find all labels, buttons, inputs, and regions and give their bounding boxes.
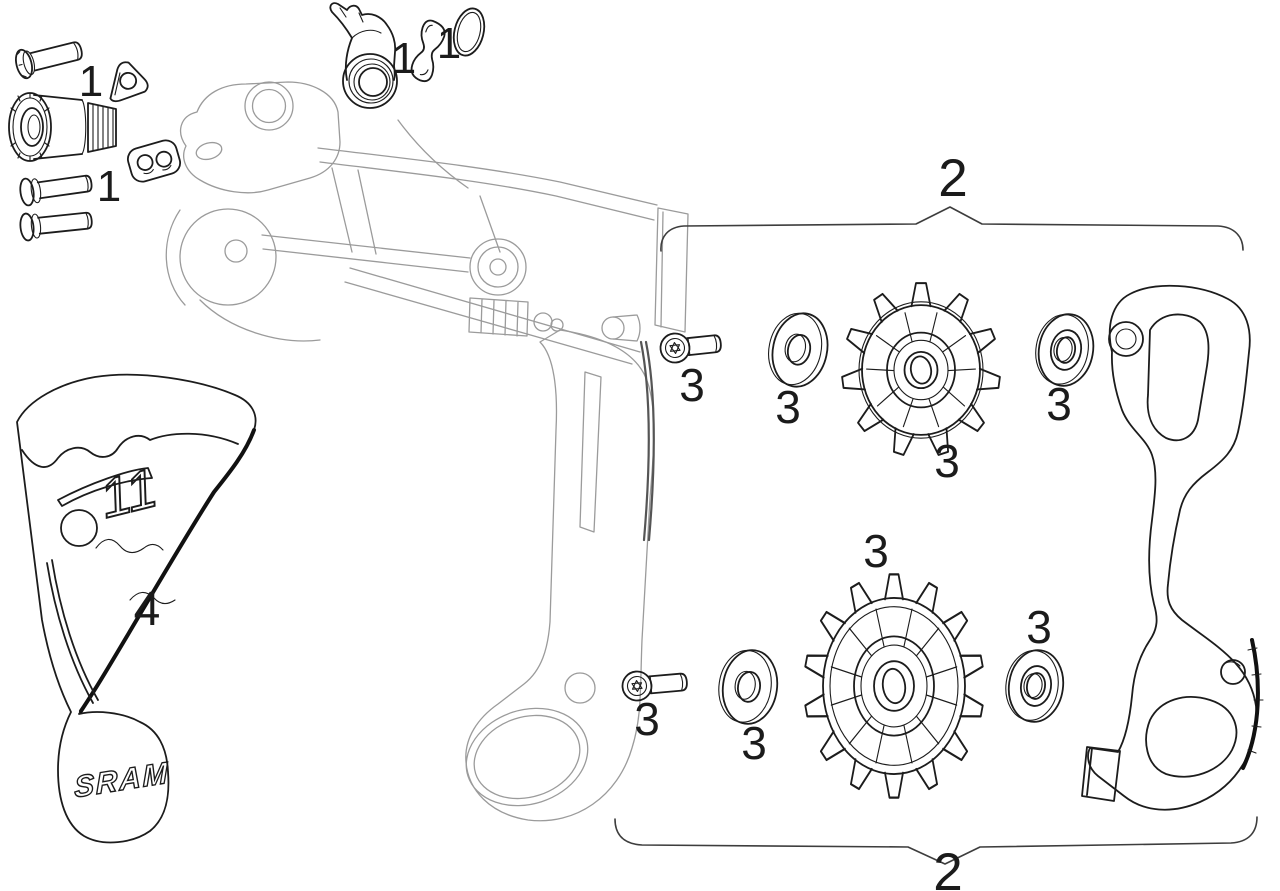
upper-pulley-screw [659,332,722,364]
guard-double-arc [46,559,99,704]
ghost-upper-pulley [179,208,277,306]
cage-pivot-disc [469,238,527,296]
guard-slot-arc [57,467,153,507]
clutch-barrel [468,297,529,337]
limit-bracket-kit-drawing [329,2,486,109]
callout-4-guard: 4 [134,583,161,636]
guard-hard-edge [79,428,256,713]
inner-cage-hole-shading [1223,661,1241,667]
callout-1-bolt: 1 [79,57,103,106]
lower-pulley-washer-right [1005,649,1065,723]
inner-cage-wear-band [1241,638,1260,770]
linkage-struts [331,167,641,365]
o-ring [452,7,486,57]
inner-cage-boss-hole [1115,328,1137,350]
inner-cage-boss [1108,321,1144,357]
clutch-cone-small [550,318,564,332]
pin-bolt-2 [19,211,93,242]
callout-1-pins: 1 [97,162,121,211]
callout-3-upper-pulley: 3 [934,435,960,487]
cage-assembly-brace-top [660,206,1244,252]
callout-1-bracket: 1 [392,34,416,83]
cage-assembly-brace-bottom [614,816,1258,865]
b-knuckle-ring-inner [251,88,287,124]
dog-bone-link [410,19,446,83]
guard-outline [16,373,257,844]
body-curve [397,119,469,189]
upper-pulley-washer-left [768,312,829,388]
callout-3-upper-washer-right: 3 [1046,378,1072,430]
lower-pulley-screw [621,670,688,702]
callout-3-lower-washer-left: 3 [741,717,767,769]
cage-pivot-disc-inner [477,246,519,288]
ghost-upper-pulley-bolt [224,239,248,263]
derailleur-body-ghost-drawing [165,81,689,822]
outer-cage-plate [465,329,655,822]
upper-pulley-row-drawing [659,282,1095,458]
outer-cage-boss [601,316,625,340]
b-knuckle-lug-slot [195,141,223,161]
outer-cage-boss-cylinder [612,314,641,342]
callout-3-lower-screw: 3 [634,693,660,745]
callout-2-top: 2 [938,149,967,208]
inner-cage-wear-hatch [1247,647,1264,754]
guard-hole [60,509,98,547]
fixing-bolt [15,41,83,80]
outer-cage-slot [579,371,602,533]
inner-cage-lower-cutout [1145,696,1238,778]
cage-wear-edge [639,340,655,542]
lower-pulley-row-drawing [621,573,1065,799]
guard-teeth-line [95,538,176,605]
outer-cage-pulley-hole [564,672,596,704]
lower-link-beam [261,234,471,273]
inner-cage-outline [1087,284,1258,811]
guard-scallop-line [21,432,239,468]
callout-3-upper-washer-left: 3 [775,381,801,433]
pin-bolt-1 [19,174,93,207]
callout-1-link: 1 [437,19,461,68]
inner-cage-pulley-hole [1220,659,1246,685]
upper-pulley-washer-right [1035,313,1095,387]
inner-cage-upper-cutout [1146,313,1210,442]
upper-pulley [840,282,1002,458]
guard-speed-marking: 11 [101,456,158,531]
cage-pivot-bolt [489,258,507,276]
lower-pulley [803,573,985,799]
b-bolt [8,92,117,162]
ghost-cage-arcs [165,209,321,342]
upper-link-beam [317,147,658,221]
callout-2-bottom: 2 [933,843,962,891]
inner-cage-foot [1081,746,1121,802]
outer-cage-cutout-inner [473,714,581,800]
outer-cage-cutout [465,707,589,807]
callout-3-lower-pulley: 3 [863,525,889,577]
inner-cage-plate-drawing [1081,284,1264,811]
cable-anchor-block [126,139,182,183]
limit-stop-bracket [329,2,398,109]
hardware-kit-drawing [8,41,182,242]
wedge-washer [109,61,149,103]
sram-logo: SRAM [74,756,170,804]
callout-3-upper-screw: 3 [679,359,705,411]
lower-pulley-washer-left [718,649,779,725]
b-knuckle-ring [244,81,294,131]
b-knuckle-body [179,81,341,194]
outer-link-bar [654,207,689,333]
callout-3-lower-washer-right: 3 [1026,601,1052,653]
